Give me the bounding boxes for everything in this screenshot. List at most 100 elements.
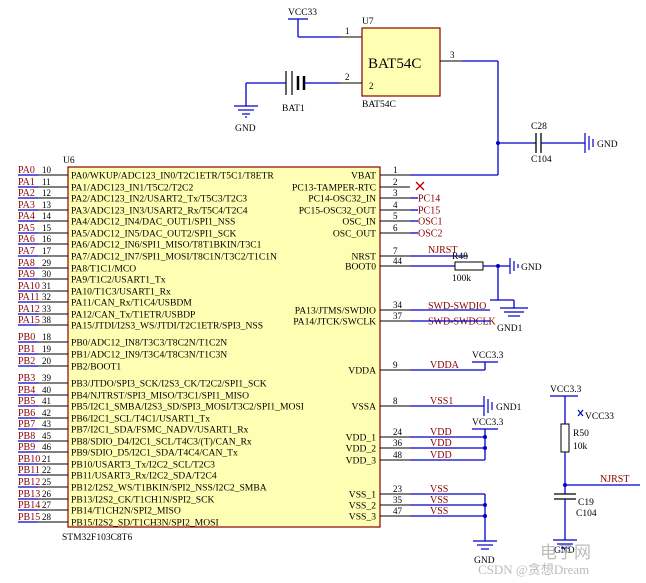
net-label: PB0 (18, 332, 35, 343)
net-label: PB13 (18, 489, 40, 500)
net-label: PA6 (18, 234, 35, 245)
u6-part: STM32F103C8T6 (62, 533, 132, 543)
vcc33-label: VCC33 (288, 8, 317, 18)
pin-function: PB15/I2S2_SD/T1CH3N/SPI2_MOSI (71, 518, 219, 529)
pin-number: 26 (42, 489, 52, 499)
c28-gnd-label: GND (597, 140, 618, 150)
pin-function: PB9/SDIO_D5/I2C1_SDA/T4C4/CAN_Tx (71, 448, 238, 459)
u7-designator: U7 (362, 17, 374, 27)
pin-number: 36 (393, 438, 403, 448)
u6-designator: U6 (63, 156, 75, 166)
pin-number: 38 (42, 315, 52, 325)
pin-number: 35 (393, 495, 403, 505)
net-label: PB9 (18, 442, 35, 453)
pin-number: 15 (42, 223, 52, 233)
net-label: PA4 (18, 211, 35, 222)
vssa-gnd-label: GND1 (496, 403, 522, 413)
pin-number: 31 (42, 281, 51, 291)
pin-function: BOOT0 (345, 262, 376, 273)
pin-number: 43 (42, 419, 52, 429)
pin-number: 45 (42, 431, 52, 441)
pin-function: PB10/USART3_Tx/I2C2_SCL/T2C3 (71, 460, 215, 471)
u7-body (361, 27, 441, 97)
pin-function: VDD_2 (346, 444, 377, 455)
net-label: VDDA (430, 360, 460, 371)
pin-number: 16 (42, 234, 52, 244)
c19-designator: C19 (578, 498, 594, 508)
watermark-credit: CSDN @贪想Dream (478, 562, 589, 577)
pin-function: PA1/ADC123_IN1/T5C2/T2C2 (71, 183, 193, 194)
net-label: PB3 (18, 373, 35, 384)
r50-designator: R50 (573, 429, 589, 439)
net-label: PA0 (18, 165, 35, 176)
pin-function: PA14/JTCK/SWCLK (293, 317, 376, 328)
pin-number: 1 (393, 165, 398, 175)
pin-number: 20 (42, 356, 52, 366)
pin-function: PA12/CAN_Tx/T1ETR/USBDP (71, 310, 195, 321)
vdd-supply-label: VCC3.3 (472, 418, 504, 428)
net-label: PB10 (18, 454, 40, 465)
pin-function: PA6/ADC12_IN6/SPI1_MISO/T8T1BKIN/T3C1 (71, 240, 262, 251)
reset-section: VCC3.3 R50 10k VCC33 NJRST C19 C104 GND (550, 385, 640, 556)
pin-number: 40 (42, 385, 52, 395)
vdd-section: VCC3.3 (410, 418, 504, 461)
reset-supply-label: VCC3.3 (550, 385, 582, 395)
pin-function: VDD_3 (346, 456, 377, 467)
pin-number: 14 (42, 211, 52, 221)
pin-number: 13 (42, 200, 52, 210)
net-label: PA8 (18, 258, 35, 269)
pin-function: PB8/SDIO_D4/I2C1_SCL/T4C3/(T)/CAN_Rx (71, 437, 252, 448)
r50-value: 10k (573, 442, 588, 452)
net-label: PA1 (18, 177, 35, 188)
pin-function: PA0/WKUP/ADC123_IN0/T2C1ETR/T5C1/T8ETR (71, 171, 274, 182)
pin-function: PA10/T1C3/USART1_Rx (71, 287, 171, 298)
net-label: PB12 (18, 477, 40, 488)
u7-pin3-num: 3 (450, 50, 455, 60)
vdda-supply-label: VCC3.3 (472, 351, 504, 361)
pin-number: 3 (393, 188, 398, 198)
net-label: OSC2 (418, 229, 442, 240)
reset-gnd-label: GND (554, 546, 575, 556)
u7-part-label: BAT54C (362, 100, 396, 110)
pin-function: PB5/I2C1_SMBA/I2S3_SD/SPI3_MOSI/T3C2/SPI… (71, 402, 304, 413)
u7-pin2-num: 2 (345, 72, 350, 82)
u7-pin1-num: 1 (345, 26, 350, 36)
pin-function: PB3/JTDO/SPI3_SCK/I2S3_CK/T2C2/SPI1_SCK (71, 379, 267, 390)
pin-number: 29 (42, 258, 52, 268)
pin-number: 44 (393, 256, 403, 266)
net-label: VSS (430, 506, 448, 517)
net-label: PB15 (18, 512, 40, 523)
pin-number: 18 (42, 332, 52, 342)
net-label: PB7 (18, 419, 35, 430)
u6-right-pin-44: BOOT0 44 (345, 256, 410, 273)
u6-right-pins: VBAT1PC13-TAMPER-RTC2PC14-OSC32_IN3PC14P… (292, 165, 497, 523)
pin-number: 48 (393, 450, 403, 460)
pin-function: VBAT (351, 171, 376, 182)
pin-number: 47 (393, 506, 403, 516)
net-label: PA3 (18, 200, 35, 211)
pin-function: PB12/I2S2_WS/T1BKIN/SPI2_NSS/I2C2_SMBA (71, 483, 267, 494)
pin-function: VSS_3 (349, 512, 376, 523)
